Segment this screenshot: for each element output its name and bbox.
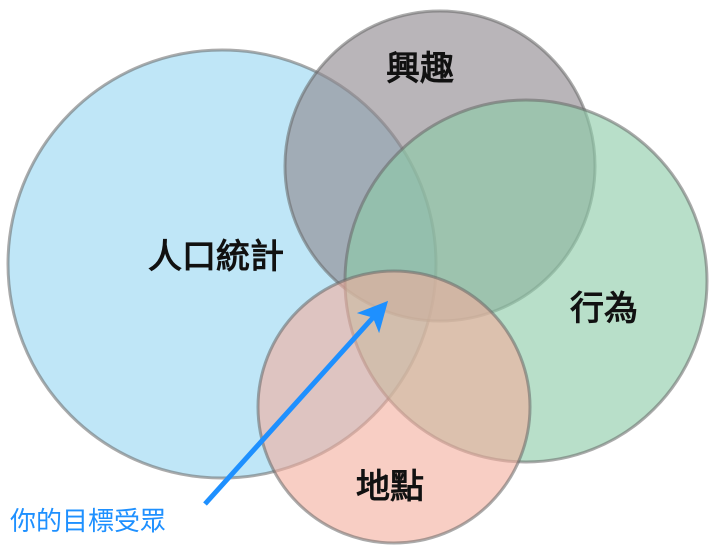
label-location: 地點	[356, 467, 424, 507]
target-arrow	[203, 300, 389, 506]
label-interests: 興趣	[386, 49, 454, 89]
target-audience-label: 你的目標受眾	[10, 507, 166, 537]
label-behavior: 行為	[570, 289, 638, 329]
label-demographics: 人口統計	[148, 237, 284, 277]
circle-location	[256, 269, 532, 545]
